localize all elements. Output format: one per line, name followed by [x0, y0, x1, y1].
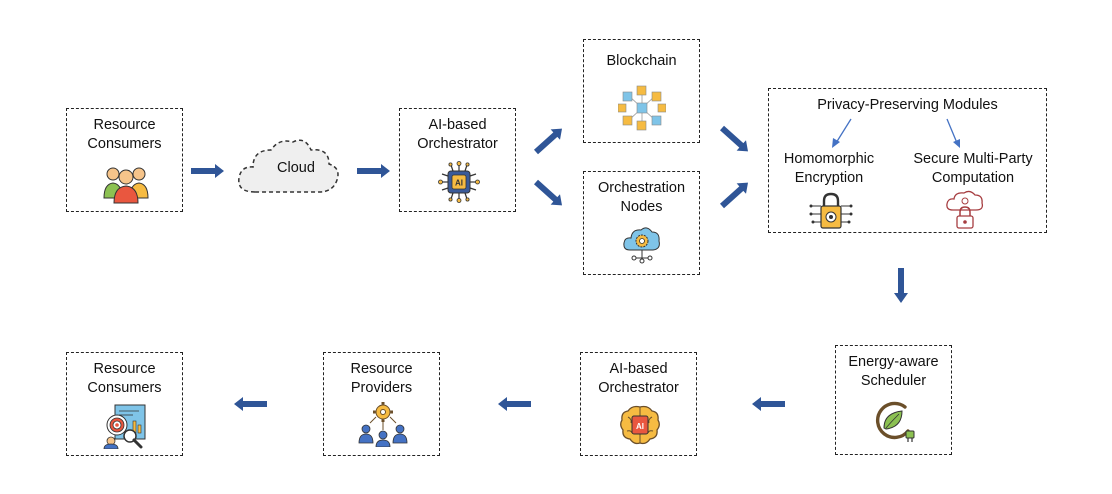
homomorphic-label: Homomorphic Encryption	[783, 151, 875, 186]
node-energy-aware-scheduler: Energy-aware Scheduler	[835, 345, 952, 455]
arrow-to-homomorphic	[832, 118, 852, 148]
team-gear-icon	[358, 402, 408, 447]
ai-brain-icon: AI	[620, 405, 660, 445]
node-resource-consumers-top: Resource Consumers	[66, 108, 183, 212]
arrow-cloud-to-orchestrator	[357, 164, 390, 178]
privacy-modules-title: Privacy-Preserving Modules	[817, 97, 998, 113]
arrow-scheduler-to-orchestrator	[752, 397, 785, 411]
node-label: AI-based Orchestrator	[598, 361, 679, 396]
node-label: Orchestration Nodes	[597, 180, 686, 215]
analytics-target-icon	[103, 404, 146, 449]
cloud-gear-icon	[623, 227, 660, 264]
arrow-blockchain-to-privacy	[719, 125, 749, 152]
node-label: Blockchain	[606, 53, 677, 69]
node-privacy-preserving-modules: Privacy-Preserving Modules Homomorphic E…	[768, 88, 1047, 233]
node-blockchain: Blockchain	[583, 39, 700, 143]
people-group-icon	[103, 167, 149, 204]
node-resource-consumers-bottom: Resource Consumers	[66, 352, 183, 456]
arrow-consumers-to-cloud	[191, 164, 224, 178]
node-label: Resource Consumers	[87, 361, 162, 396]
arrow-orchestrator-to-providers	[498, 397, 531, 411]
node-label: AI-based Orchestrator	[417, 117, 498, 152]
ai-chip-icon: AI	[438, 161, 480, 203]
eco-power-icon	[875, 401, 915, 442]
lock-circuit-icon	[809, 192, 853, 229]
cloud-lock-icon	[946, 190, 984, 229]
node-ai-orchestrator-bottom: AI-based Orchestrator AI	[580, 352, 697, 456]
arrow-nodes-to-privacy	[719, 182, 749, 209]
node-ai-orchestrator-top: AI-based Orchestrator AI	[399, 108, 516, 212]
node-label: Resource Providers	[350, 361, 413, 396]
node-label: Energy-aware Scheduler	[848, 354, 939, 389]
smpc-label: Secure Multi-Party Computation	[913, 151, 1033, 186]
arrow-privacy-to-scheduler	[894, 268, 908, 303]
cloud-shape	[238, 139, 339, 193]
arrow-providers-to-consumers	[234, 397, 267, 411]
svg-text:AI: AI	[455, 179, 463, 188]
arrow-to-smpc	[946, 118, 960, 148]
arrow-orchestrator-to-nodes	[533, 179, 563, 206]
blockchain-cubes-icon	[618, 85, 666, 131]
node-resource-providers: Resource Providers	[323, 352, 440, 456]
svg-text:AI: AI	[636, 422, 644, 431]
node-orchestration-nodes: Orchestration Nodes	[583, 171, 700, 275]
cloud-label: Cloud	[277, 160, 315, 176]
node-label: Resource Consumers	[87, 117, 162, 152]
arrow-orchestrator-to-blockchain	[533, 128, 563, 155]
